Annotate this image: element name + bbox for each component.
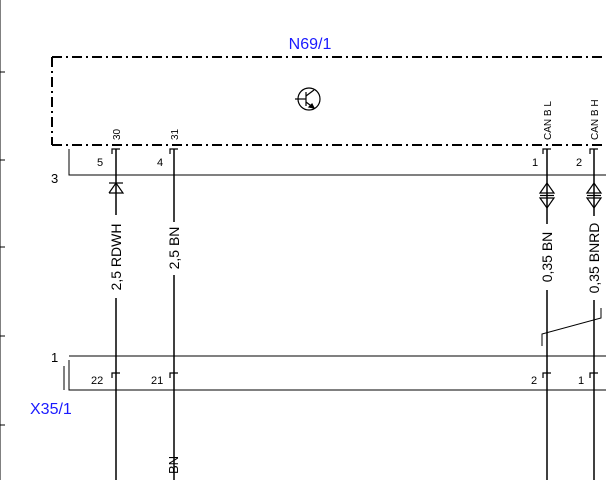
connector-bottom-pin-1: 1 bbox=[578, 375, 584, 387]
connector-top-pin-4: 4 bbox=[157, 157, 163, 169]
pin-label-30: 30 bbox=[112, 128, 123, 140]
double-arrow-icon-can-l bbox=[538, 181, 556, 210]
connector-bottom bbox=[63, 355, 606, 391]
twisted-pair-mark bbox=[541, 308, 602, 346]
pin-label-31: 31 bbox=[170, 128, 181, 140]
connector-top-pin-2: 2 bbox=[576, 157, 582, 169]
lower-wire-label-bn: BN bbox=[166, 456, 181, 474]
connector-bottom-id-row: 1 bbox=[51, 350, 58, 365]
diode-arrow-icon bbox=[108, 181, 125, 194]
wire-label-0-35-bn: 0,35 BN bbox=[539, 232, 555, 283]
connector-bottom-pin-2: 2 bbox=[531, 375, 537, 387]
transistor-icon bbox=[295, 87, 321, 111]
wire-label-2-5-rdwh: 2,5 RDWH bbox=[108, 224, 124, 291]
terminal-marks-top bbox=[111, 148, 598, 154]
pin-label-can-b-h: CAN B H bbox=[590, 99, 601, 140]
connector-top-pin-1: 1 bbox=[532, 157, 538, 169]
pin-label-can-b-l: CAN B L bbox=[543, 101, 554, 140]
connector-bottom-pin-21: 21 bbox=[151, 375, 163, 387]
margin-ticks bbox=[0, 0, 5, 480]
component-box bbox=[51, 56, 606, 146]
terminal-marks-bottom bbox=[111, 372, 598, 378]
connector-bottom-pin-22: 22 bbox=[91, 375, 103, 387]
wire-label-2-5-bn: 2,5 BN bbox=[166, 227, 182, 270]
connector-top bbox=[68, 149, 606, 176]
connector-top-id: 3 bbox=[51, 171, 58, 186]
double-arrow-icon-can-h bbox=[585, 181, 603, 210]
wire-label-0-35-bnrd: 0,35 BNRD bbox=[586, 223, 602, 294]
connector-bottom-name: X35/1 bbox=[30, 401, 72, 418]
component-name: N69/1 bbox=[289, 36, 332, 53]
connector-top-pin-5: 5 bbox=[97, 157, 103, 169]
